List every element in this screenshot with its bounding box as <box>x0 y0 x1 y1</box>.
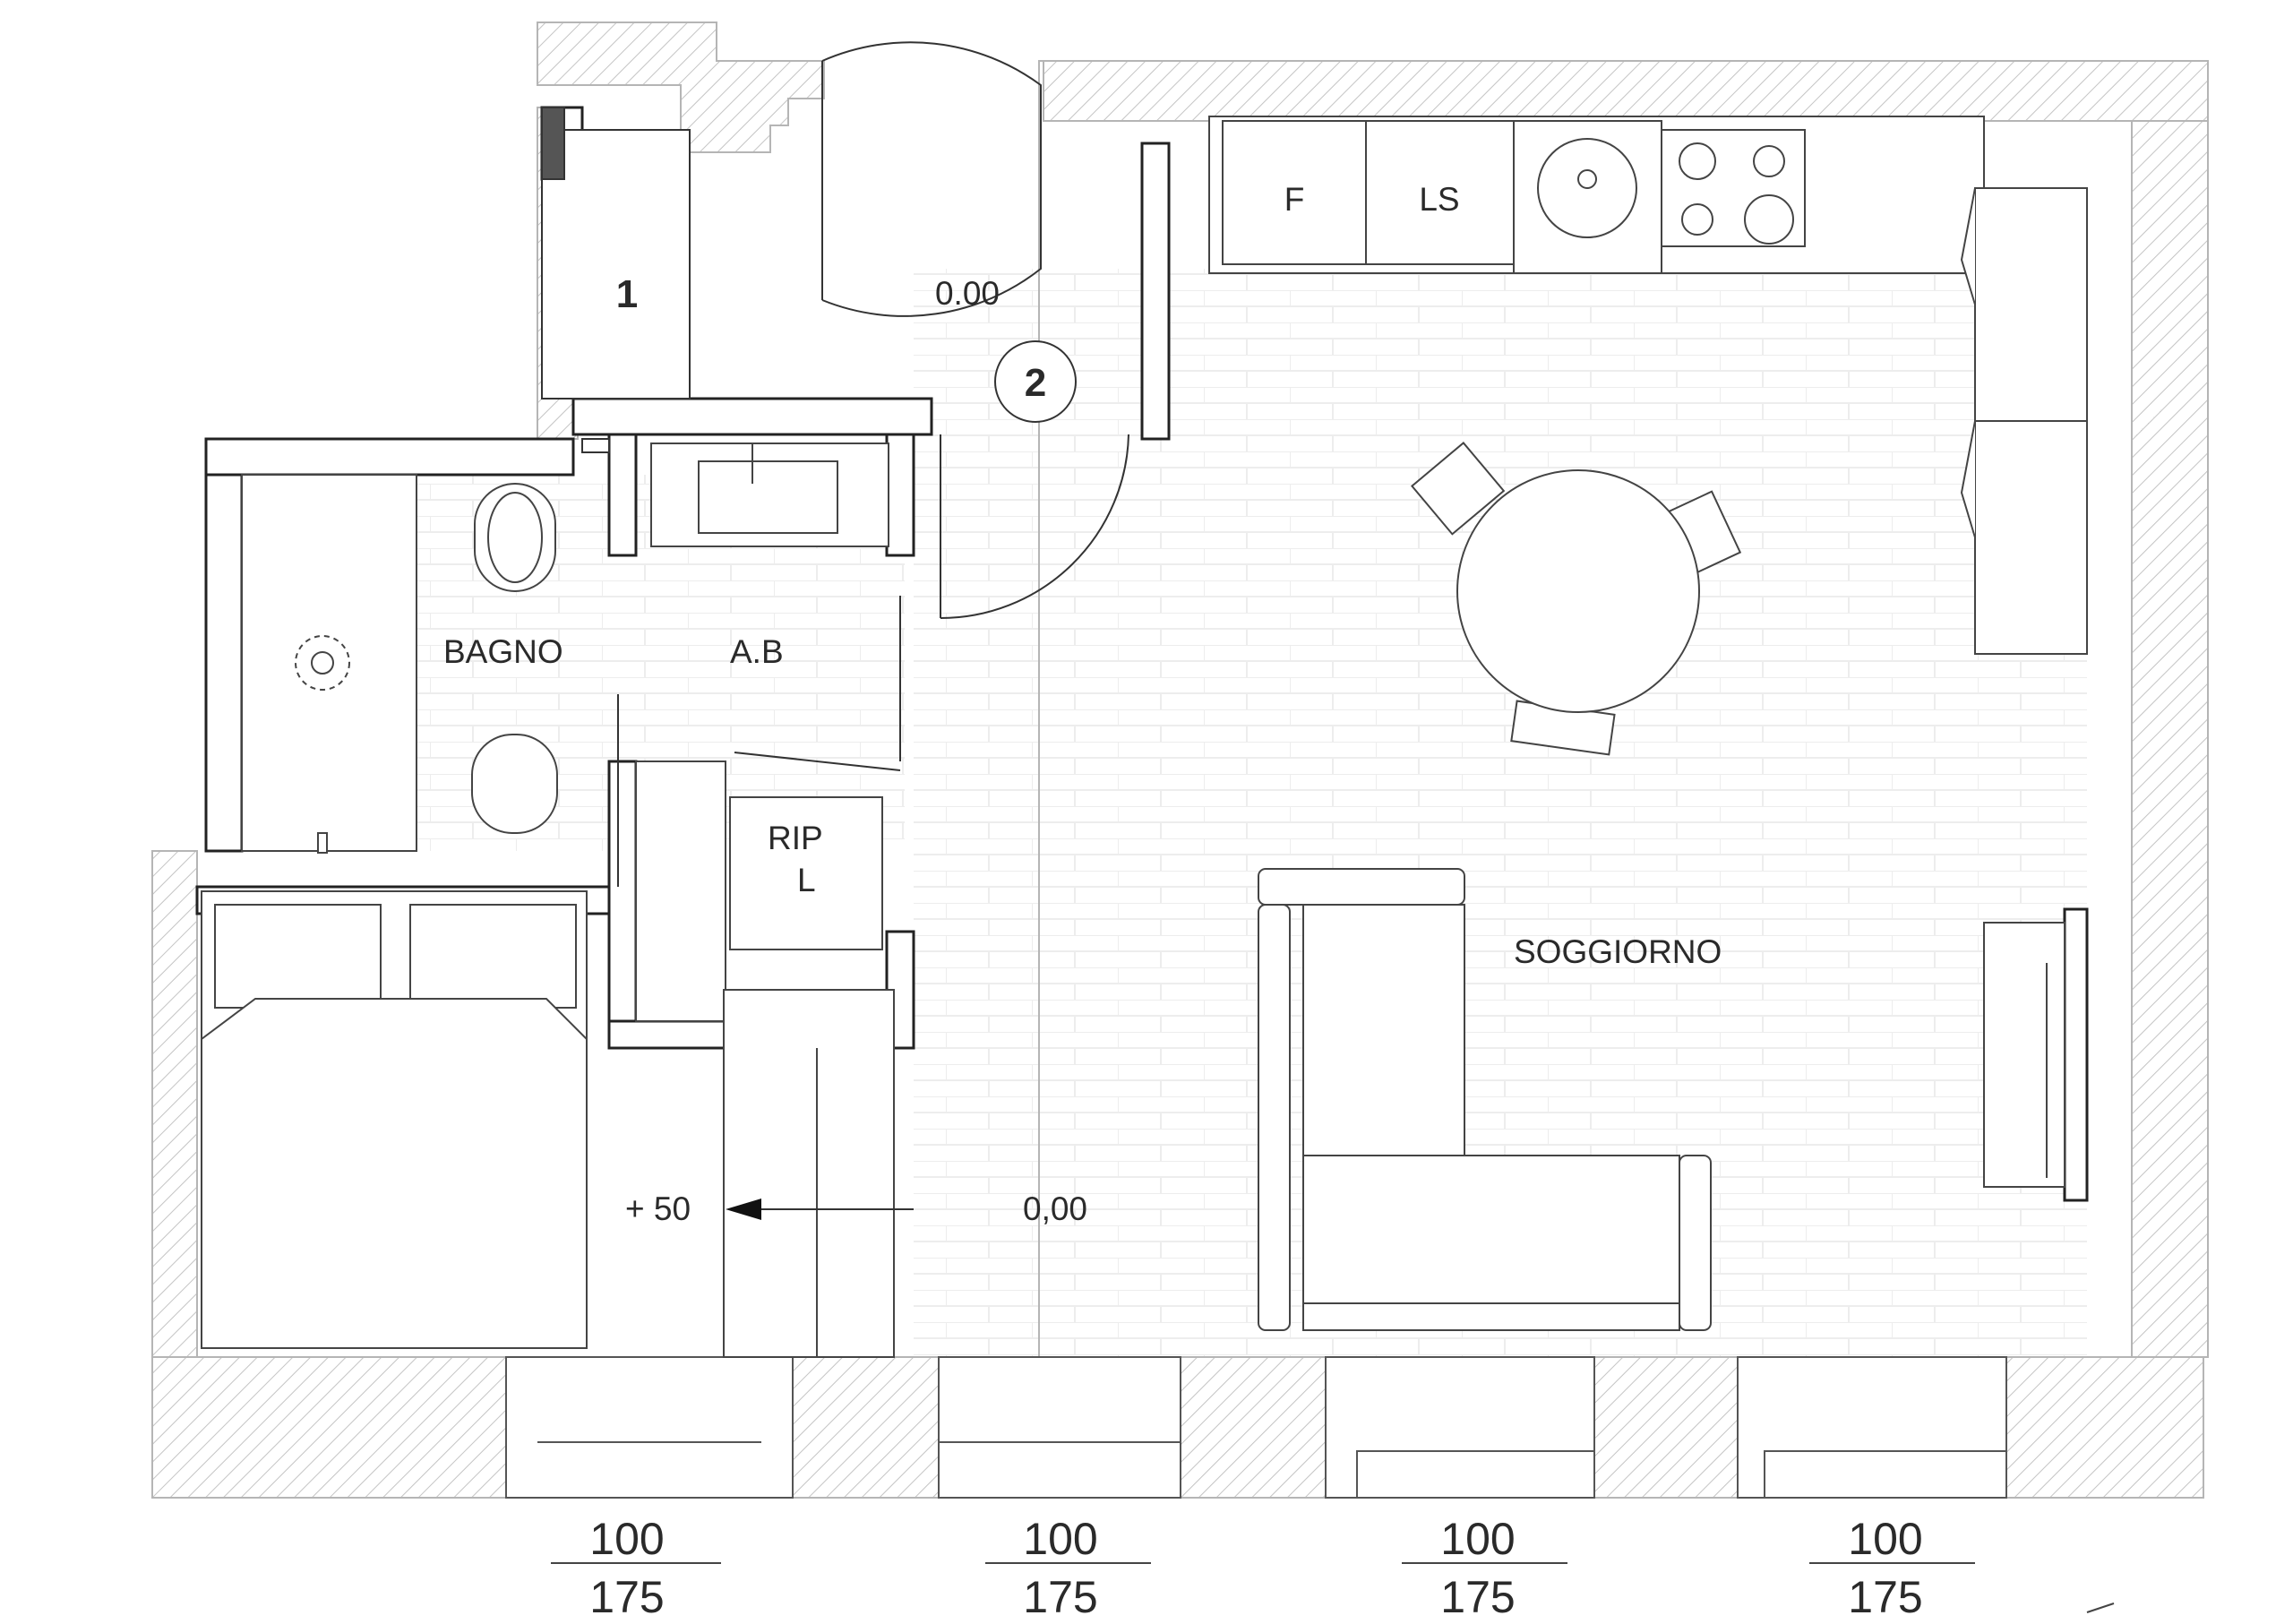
doors <box>617 41 1129 887</box>
level-arrow <box>726 1199 914 1220</box>
window-3-width: 100 <box>1440 1514 1515 1564</box>
room-label-soggiorno: SOGGIORNO <box>1514 933 1722 970</box>
window-3-height: 175 <box>1440 1572 1515 1622</box>
wall-cabinets <box>1960 187 2088 655</box>
kitchen-counter <box>1208 116 1985 274</box>
window-4-height: 175 <box>1848 1572 1922 1622</box>
level-raised-label: + 50 <box>625 1190 691 1227</box>
window-4-width: 100 <box>1848 1514 1922 1564</box>
sofa <box>1258 868 1712 1331</box>
window-1-height: 175 <box>589 1572 664 1622</box>
level-floor-label: 0,00 <box>1023 1190 1087 1227</box>
window-dimension-lines <box>551 1562 2115 1613</box>
window-2-height: 175 <box>1023 1572 1097 1622</box>
dining-table <box>1410 441 1742 756</box>
bedroom-furniture <box>201 890 895 1358</box>
entrance-marker-2: 2 <box>1025 361 1046 405</box>
entrance-marker-circle <box>994 340 1077 423</box>
window-openings <box>505 1356 2007 1499</box>
window-1-width: 100 <box>589 1514 664 1564</box>
label-washing-machine: LS <box>1419 181 1459 218</box>
entry-cabinet <box>541 107 691 453</box>
tv-cabinet <box>1983 922 2065 1188</box>
entrance-marker-1: 1 <box>616 272 638 316</box>
room-label-ab: A.B <box>730 633 784 670</box>
label-fridge: F <box>1284 181 1305 218</box>
room-label-rip: RIP <box>768 820 823 856</box>
bathroom-fixtures <box>241 443 889 1022</box>
entry-level-label: 0.00 <box>935 275 1000 312</box>
room-label-bagno: BAGNO <box>443 633 563 670</box>
window-2-width: 100 <box>1023 1514 1097 1564</box>
room-label-rip-sub: L <box>797 862 816 898</box>
